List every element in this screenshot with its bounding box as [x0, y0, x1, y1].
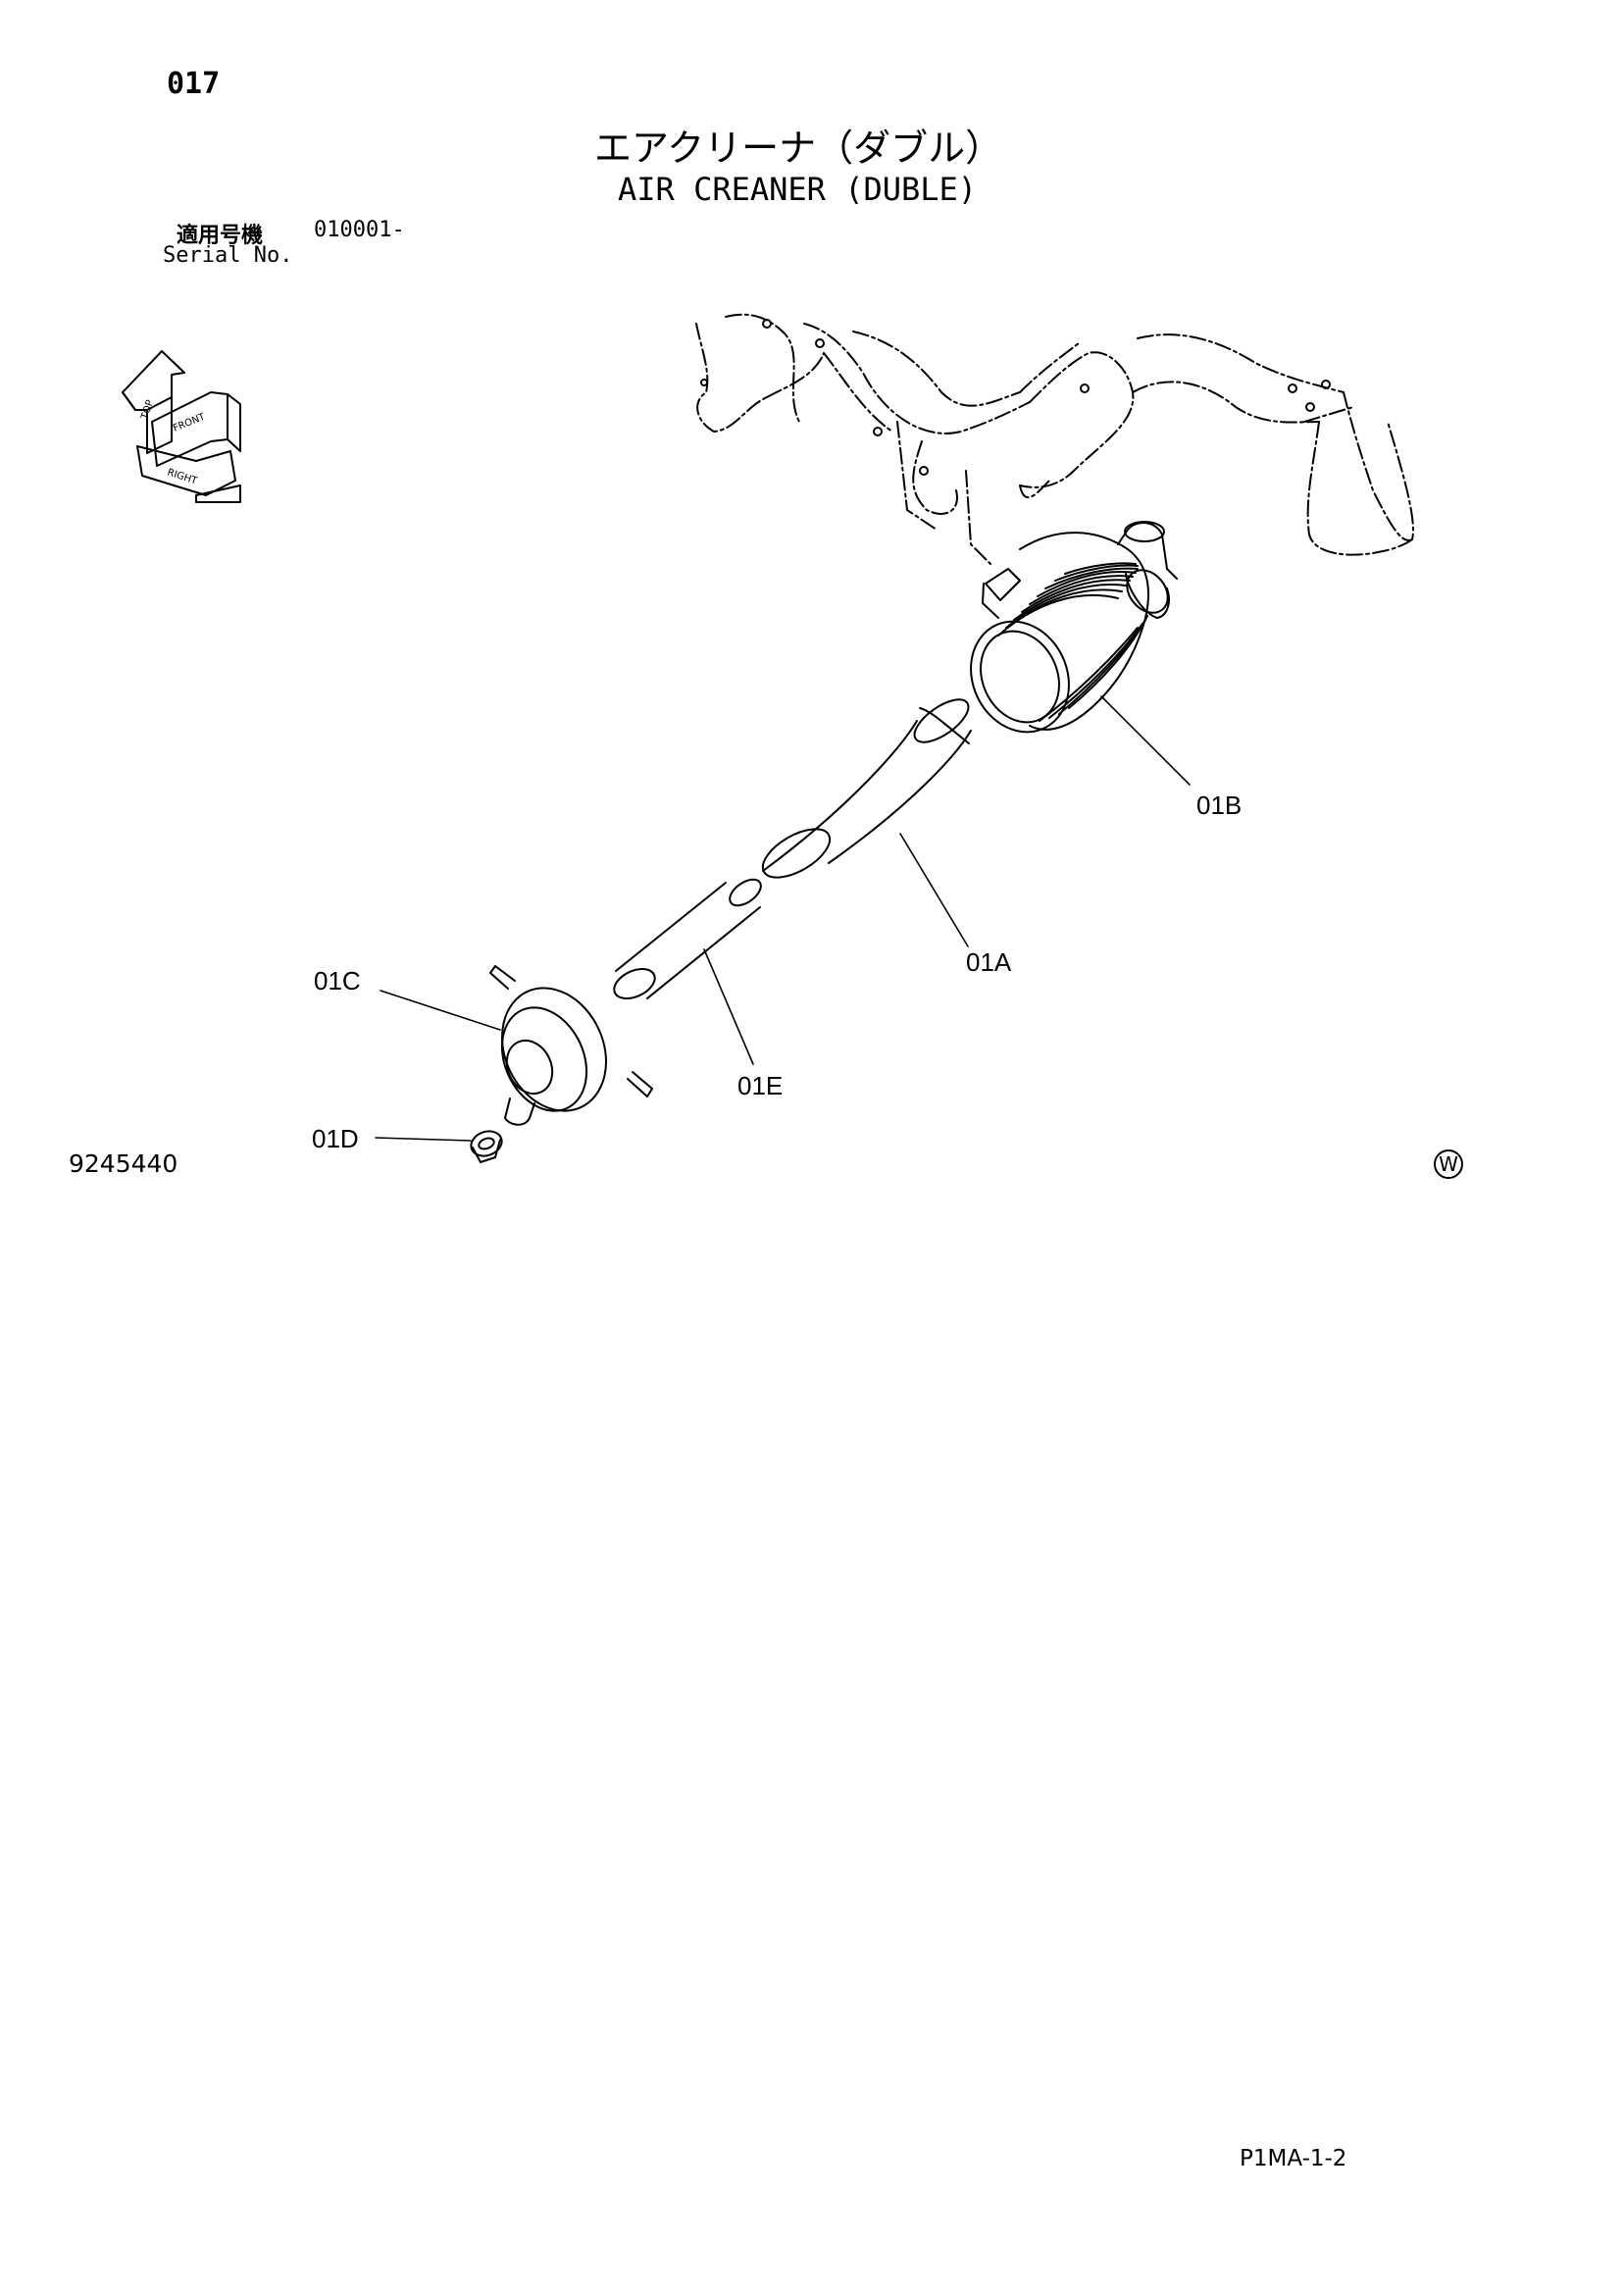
part-01e-inner-filter	[613, 878, 762, 1000]
page-number: 017	[167, 67, 221, 101]
callout-01d: 01D	[312, 1124, 359, 1153]
page-code: P1MA-1-2	[1240, 2146, 1347, 2171]
drawing-number: 9245440	[69, 1149, 178, 1178]
orientation-front-label: FRONT	[172, 411, 208, 434]
orientation-top-label: TOP	[139, 398, 156, 421]
callout-01b: 01B	[1196, 791, 1242, 820]
part-01d-valve	[470, 1130, 503, 1163]
leader-01b	[1100, 695, 1191, 786]
duct-bolts	[700, 319, 1331, 476]
callout-01c: 01C	[314, 966, 361, 995]
leader-01c	[380, 990, 501, 1031]
leader-01d	[375, 1137, 472, 1142]
serial-label-english: Serial No.	[163, 243, 293, 268]
part-01a-outer-filter	[761, 698, 972, 879]
intake-duct-assembly	[695, 313, 1414, 556]
circled-w-mark: W	[1434, 1149, 1463, 1179]
page-title-english: AIR CREANER (DUBLE)	[618, 171, 978, 208]
leader-lines	[375, 695, 1191, 1142]
orientation-indicator-icon: TOP FRONT RIGHT	[122, 350, 241, 503]
leader-01e	[703, 948, 754, 1065]
part-01c-end-cover	[489, 965, 653, 1126]
serial-number-range: 010001-	[314, 218, 405, 242]
leader-01a	[899, 833, 969, 947]
page-title-japanese: エアクリーナ（ダブル）	[594, 127, 1003, 170]
serial-label-japanese: 適用号機	[177, 224, 264, 248]
mount-reference-line	[965, 470, 991, 565]
part-01b-housing	[970, 521, 1178, 734]
callout-01a: 01A	[966, 947, 1012, 977]
callout-01e: 01E	[737, 1071, 783, 1100]
